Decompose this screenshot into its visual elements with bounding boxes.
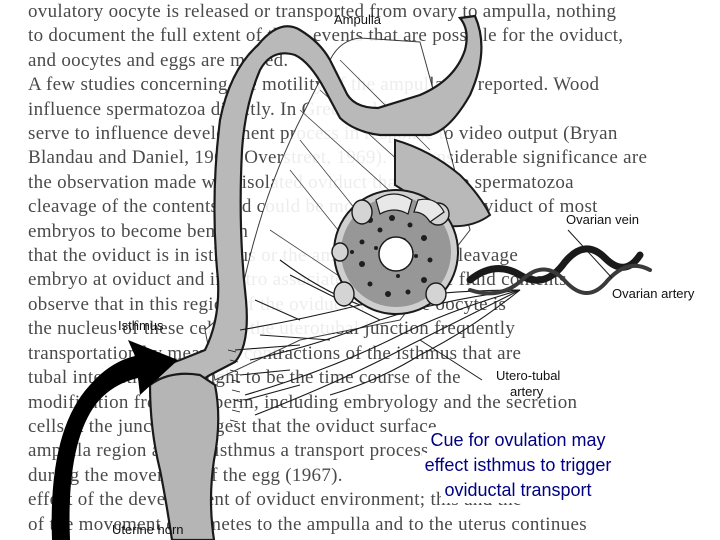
caption-line-1: Cue for ovulation may [427, 428, 608, 453]
caption-line-3: oviductal transport [441, 478, 594, 503]
utero-tubal-leader [420, 340, 482, 380]
caption: Cue for ovulation may effect isthmus to … [360, 428, 676, 503]
label-ovarian-vein: Ovarian vein [566, 212, 639, 227]
label-isthmus: Isthmus [118, 318, 164, 333]
ovary-center [379, 237, 413, 271]
label-utero-tubal-artery-line1: Utero-tubal [496, 368, 560, 383]
label-ovarian-artery: Ovarian artery [612, 286, 694, 301]
uterine-horn [150, 374, 218, 540]
label-uterine-horn: Uterine horn [112, 522, 184, 537]
label-utero-tubal-artery-line2: artery [510, 384, 543, 399]
caption-line-2: effect isthmus to trigger [422, 453, 615, 478]
ovary [332, 190, 458, 314]
label-ampulla: Ampulla [334, 12, 381, 27]
